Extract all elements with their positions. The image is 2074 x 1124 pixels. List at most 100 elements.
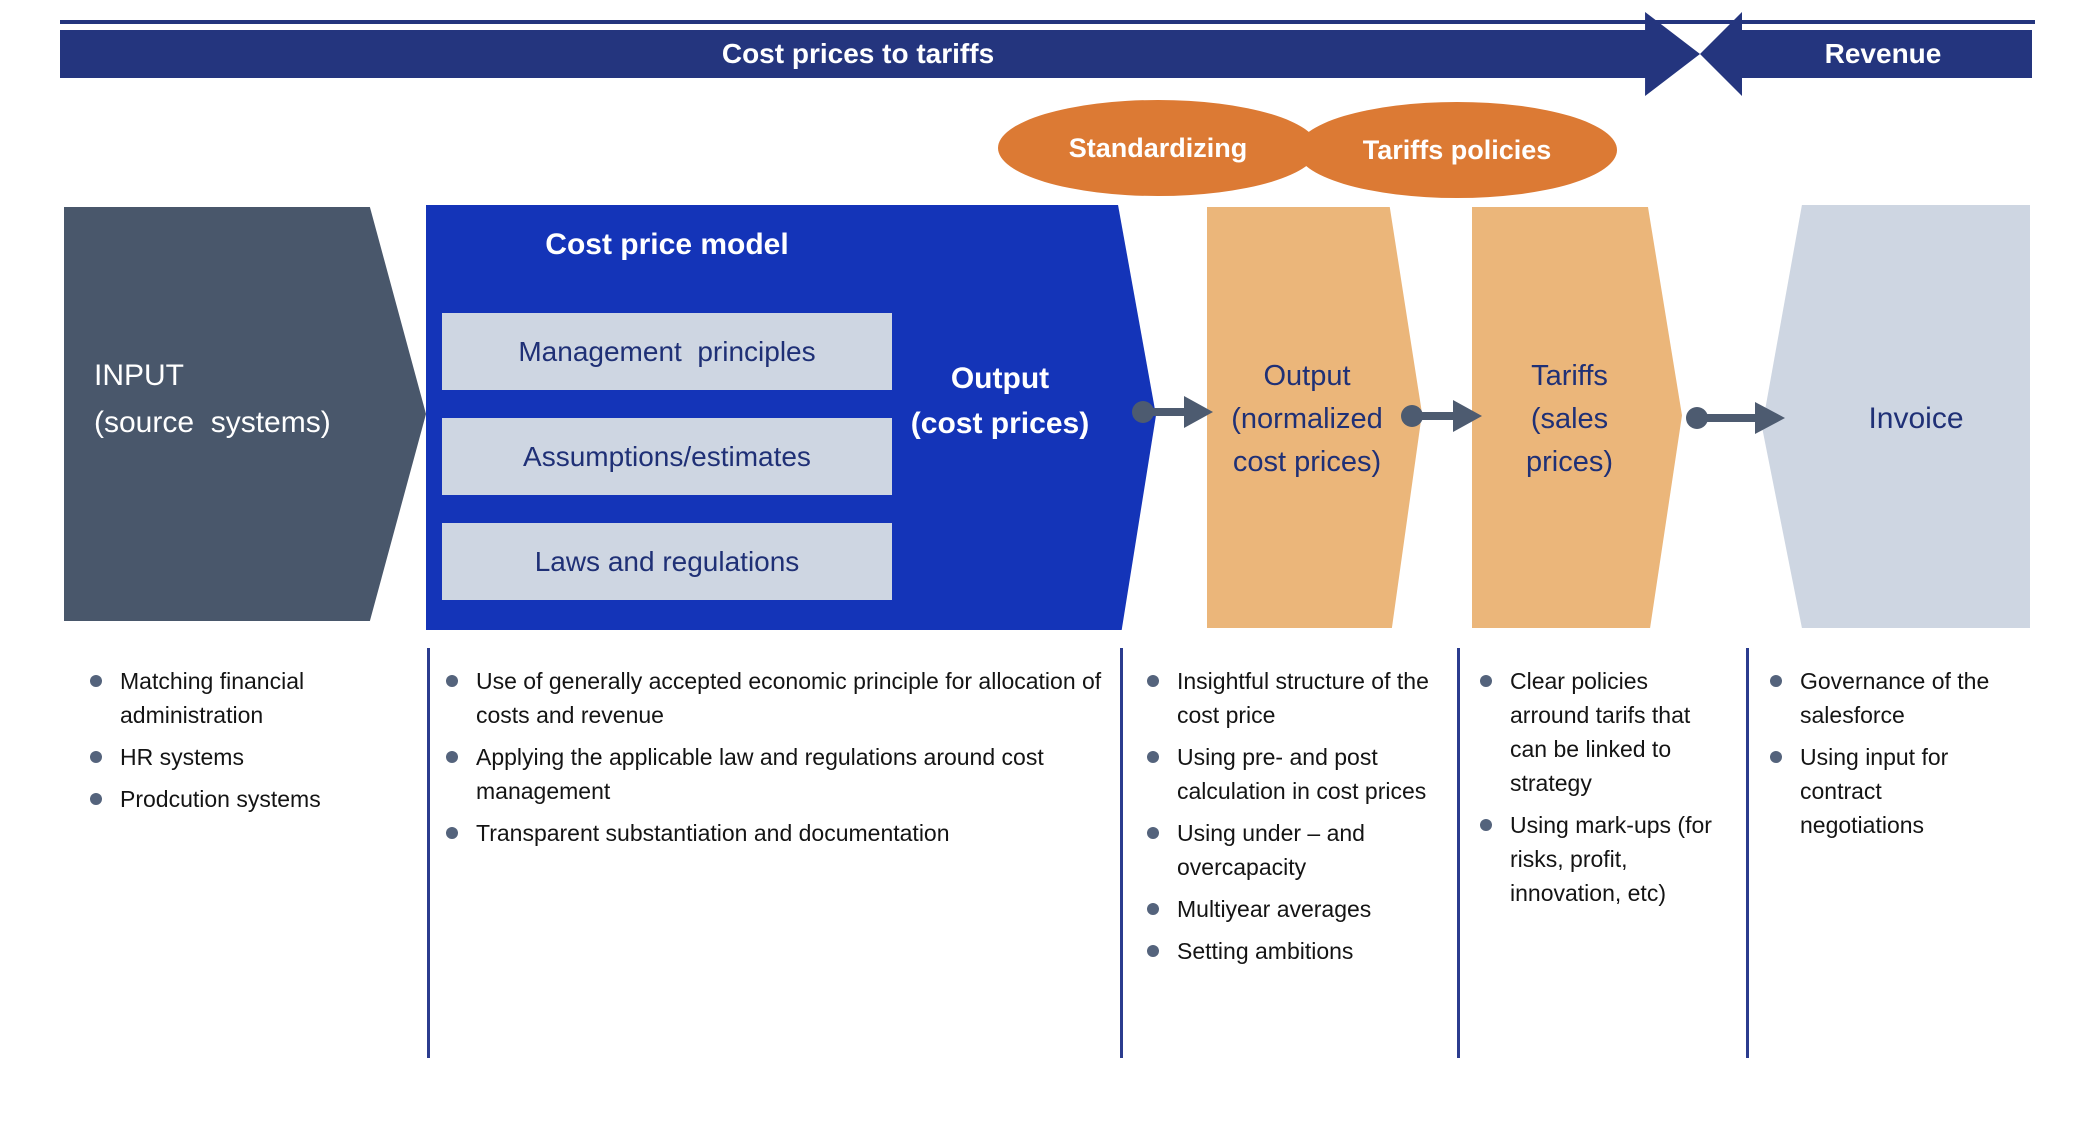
bullet-text: Using pre- and post calculation in cost … [1177,744,1427,804]
bullet-text: Use of generally accepted economic princ… [476,668,1102,728]
normalized-output-line2: (normalized [1231,403,1383,435]
list-item: Applying the applicable law and regulati… [444,740,1121,808]
input-label: INPUT (source systems) [94,352,331,446]
arrow-head-icon [1755,402,1785,434]
connector-arrow-1 [1132,396,1213,428]
banner-left-label: Cost prices to tariffs [721,38,995,69]
bullet-dot-icon [1147,751,1159,763]
input-bullet-list: Matching financial administration HR syst… [88,664,410,816]
tariffs-bullet-list: Clear policies arround tarifs that can b… [1478,664,1722,910]
bullet-text: HR systems [120,744,244,770]
bullet-dot-icon [1480,819,1492,831]
tariffs-line2: (sales [1530,403,1609,435]
bullet-dot-icon [1480,675,1492,687]
list-item: Transparent substantiation and documenta… [444,816,1121,850]
bullet-dot-icon [90,675,102,687]
list-item: Using under – and overcapacity [1145,816,1447,884]
list-item: Clear policies arround tarifs that can b… [1478,664,1722,800]
tariffs-chevron-shape [1472,207,1682,628]
bullet-dot-icon [1770,675,1782,687]
bullet-text: Transparent substantiation and documenta… [476,820,950,846]
banner-revenue-arrow: Revenue [1700,12,2032,96]
cost-prices-output-line1: Output [950,362,1050,395]
assumptions-estimates-label: Assumptions/estimates [523,440,811,472]
input-label-line2: (source systems) [94,406,331,439]
tariffs-line1: Tariffs [1531,360,1608,392]
list-item: HR systems [88,740,410,774]
model-bullet-list: Use of generally accepted economic princ… [444,664,1121,850]
column-separator-2 [1120,648,1123,1058]
list-item: Governance of the salesforce [1768,664,2005,732]
bullet-dot-icon [446,675,458,687]
list-item: Using mark-ups (for risks, profit, innov… [1478,808,1722,910]
bubble-tariffs-policies: Tariffs policies [1297,102,1617,198]
bubble-tariffs-policies-label: Tariffs policies [1362,134,1552,165]
list-item: Insightful structure of the cost price [1145,664,1447,732]
connector-shaft [1697,414,1756,422]
normalized-output-label: Output (normalized cost prices) [1207,355,1407,484]
tariffs-label: Tariffs (sales prices) [1472,355,1667,484]
laws-regulations-box: Laws and regulations [442,523,892,600]
bullet-text: Insightful structure of the cost price [1177,668,1429,728]
list-item: Using input for contract negotiations [1768,740,2005,842]
input-notes-column: Matching financial administration HR syst… [88,664,410,824]
bullet-text: Clear policies arround tarifs that can b… [1510,668,1691,796]
bullet-dot-icon [1147,675,1159,687]
connector-arrow-2 [1401,400,1482,432]
bullet-text: Applying the applicable law and regulati… [476,744,1044,804]
bullet-dot-icon [446,751,458,763]
invoice-label: Invoice [1868,402,1964,435]
normalized-output-chevron-shape [1207,207,1422,628]
connector-shaft [1143,408,1185,416]
connector-arrow-3 [1686,402,1785,434]
cost-price-model-title: Cost price model [545,228,789,261]
bullet-text: Using under – and overcapacity [1177,820,1365,880]
cost-prices-output-label: Output (cost prices) [890,356,1110,446]
normalized-output-line1: Output [1263,360,1351,392]
normalized-output-line3: cost prices) [1232,446,1382,478]
list-item: Prodcution systems [88,782,410,816]
bullet-text: Using input for contract negotiations [1800,744,1949,838]
banner-cost-prices-arrow: Cost prices to tariffs [60,12,1700,96]
tariffs-line3: prices) [1525,446,1613,478]
banner-right-label: Revenue [1824,38,1942,69]
top-divider-line [60,20,2035,24]
bullet-dot-icon [1147,827,1159,839]
bullet-text: Prodcution systems [120,786,321,812]
bullet-dot-icon [1147,945,1159,957]
assumptions-estimates-box: Assumptions/estimates [442,418,892,495]
input-chevron-shape [64,207,426,621]
bubble-standardizing: Standardizing [998,100,1318,196]
invoice-shape [1762,205,2030,628]
connector-shaft [1412,412,1454,420]
input-label-line1: INPUT [94,359,184,392]
arrow-head-icon [1184,396,1213,428]
column-separator-3 [1457,648,1460,1058]
cost-prices-output-line2: (cost prices) [910,407,1090,440]
bullet-text: Setting ambitions [1177,938,1354,964]
bullet-text: Matching financial administration [120,668,305,728]
tariffs-notes-column: Clear policies arround tarifs that can b… [1478,664,1722,918]
list-item: Multiyear averages [1145,892,1447,926]
bullet-text: Multiyear averages [1177,896,1372,922]
bullet-dot-icon [1147,903,1159,915]
bullet-text: Governance of the salesforce [1800,668,1990,728]
model-notes-column: Use of generally accepted economic princ… [444,664,1121,858]
bubble-standardizing-label: Standardizing [1068,132,1248,163]
column-separator-4 [1746,648,1749,1058]
bullet-text: Using mark-ups (for risks, profit, innov… [1510,812,1712,906]
arrow-head-icon [1453,400,1482,432]
column-separator-1 [427,648,430,1058]
list-item: Setting ambitions [1145,934,1447,968]
bullet-dot-icon [1770,751,1782,763]
laws-regulations-label: Laws and regulations [534,545,800,577]
bullet-dot-icon [90,793,102,805]
management-principles-label: Management principles [518,335,816,367]
list-item: Use of generally accepted economic princ… [444,664,1121,732]
bullet-dot-icon [446,827,458,839]
